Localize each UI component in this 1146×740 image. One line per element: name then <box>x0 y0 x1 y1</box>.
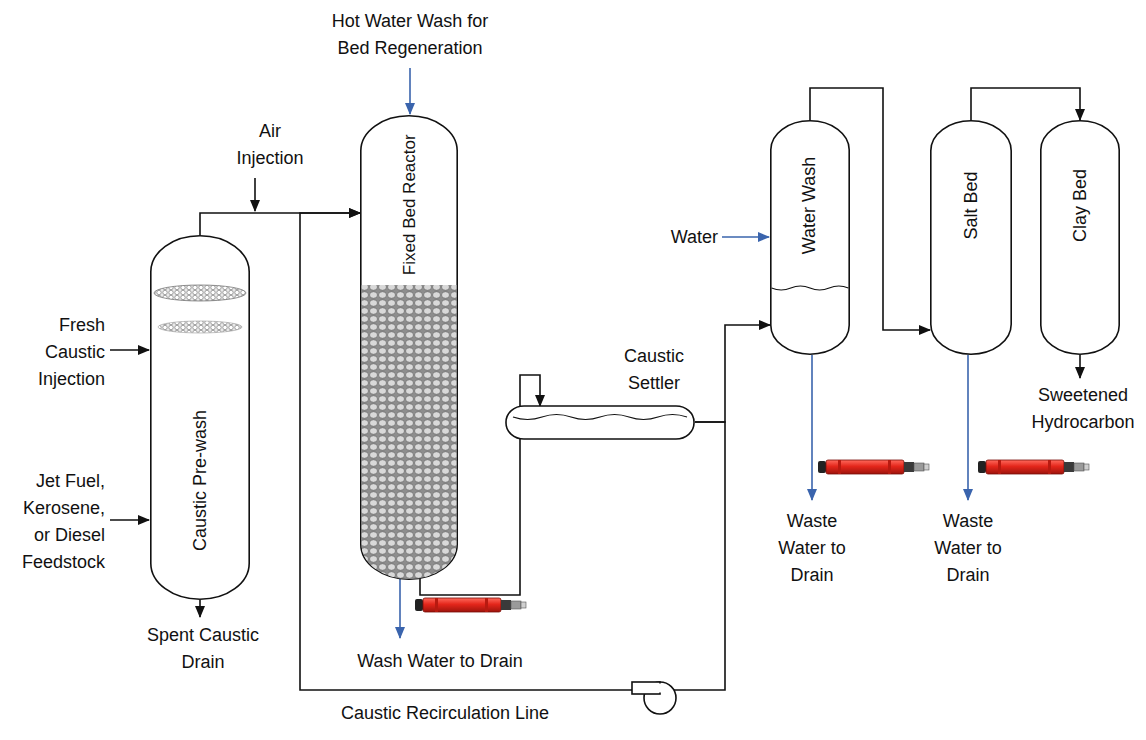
settler-vessel: Caustic Settler <box>505 345 695 440</box>
vessel-outline <box>770 120 850 355</box>
probe-group <box>415 460 1089 612</box>
mesh-pad <box>158 321 242 333</box>
vessel-outline <box>930 120 1012 355</box>
annotation-label: Air Injection <box>235 118 305 172</box>
annotation-label: Water <box>648 224 718 251</box>
line-label: Caustic Recirculation Line <box>338 702 552 724</box>
vessel-outline <box>1040 120 1120 355</box>
water-arrow <box>722 236 769 238</box>
waste-drain-arrow <box>967 355 969 500</box>
vessel-label: Clay Bed <box>1067 168 1094 241</box>
analyzer-probe <box>415 598 526 612</box>
liquid-level <box>513 415 687 420</box>
vessel-outline <box>360 115 458 580</box>
mesh-pad <box>154 285 246 301</box>
pump-joint <box>655 684 663 693</box>
prewash-vessel <box>151 236 249 599</box>
vessel-label: Salt Bed <box>958 171 985 239</box>
analyzer-probe <box>978 460 1089 474</box>
prewash-vessel: Caustic Pre-wash <box>150 235 250 600</box>
wash-vessel <box>771 121 849 354</box>
salt-bed-vessel <box>931 121 1011 354</box>
air-arrow <box>254 178 256 211</box>
product-arrow <box>1079 355 1081 378</box>
process-line <box>420 375 540 595</box>
clay-bed-vessel <box>1041 121 1119 354</box>
annotation-label: Spent Caustic Drain <box>138 622 268 676</box>
feed-arrow <box>110 519 149 521</box>
caustic-arrow <box>110 349 149 351</box>
reactor-vessel: Fixed Bed Reactor <box>360 115 458 580</box>
process-line <box>300 213 725 690</box>
vessel-label: Fixed Bed Reactor <box>396 134 422 275</box>
wash-drain-arrow <box>399 578 401 638</box>
annotation-label: Hot Water Wash for Bed Regeneration <box>315 8 505 62</box>
annotation-label: Fresh Caustic Injection <box>15 312 105 393</box>
annotation-label: Jet Fuel, Kerosene, or Diesel Feedstock <box>13 468 105 576</box>
process-line <box>971 88 1080 120</box>
clay-bed-vessel: Clay Bed <box>1040 120 1120 355</box>
process-line <box>810 88 930 330</box>
pump-symbol <box>632 682 676 714</box>
vessel-label: Caustic Pre-wash <box>187 409 214 550</box>
waste-drain-arrow <box>811 355 813 500</box>
drain-arrow <box>199 600 201 617</box>
catalyst-bed <box>362 285 457 579</box>
annotation-label: Waste Water to Drain <box>772 508 852 589</box>
vessel-label: Caustic Settler <box>613 343 695 397</box>
process-line <box>200 213 360 235</box>
annotation-label: Wash Water to Drain <box>340 648 540 675</box>
analyzer-probe <box>818 460 929 474</box>
vessel-outline <box>150 235 250 600</box>
annotation-label: Waste Water to Drain <box>928 508 1008 589</box>
hot-water-arrow <box>409 68 411 114</box>
reactor-vessel <box>361 116 457 579</box>
process-line <box>695 325 770 422</box>
liquid-level <box>772 286 849 290</box>
feed-arrows <box>110 68 1080 638</box>
annotation-label: Sweetened Hydrocarbon <box>1024 382 1142 436</box>
vessel-label: Water Wash <box>796 156 823 254</box>
connector-group <box>200 88 1080 690</box>
settler-vessel <box>506 406 694 439</box>
vessel-outline <box>505 345 695 440</box>
wash-vessel: Water Wash <box>770 120 850 355</box>
salt-bed-vessel: Salt Bed <box>930 120 1012 355</box>
